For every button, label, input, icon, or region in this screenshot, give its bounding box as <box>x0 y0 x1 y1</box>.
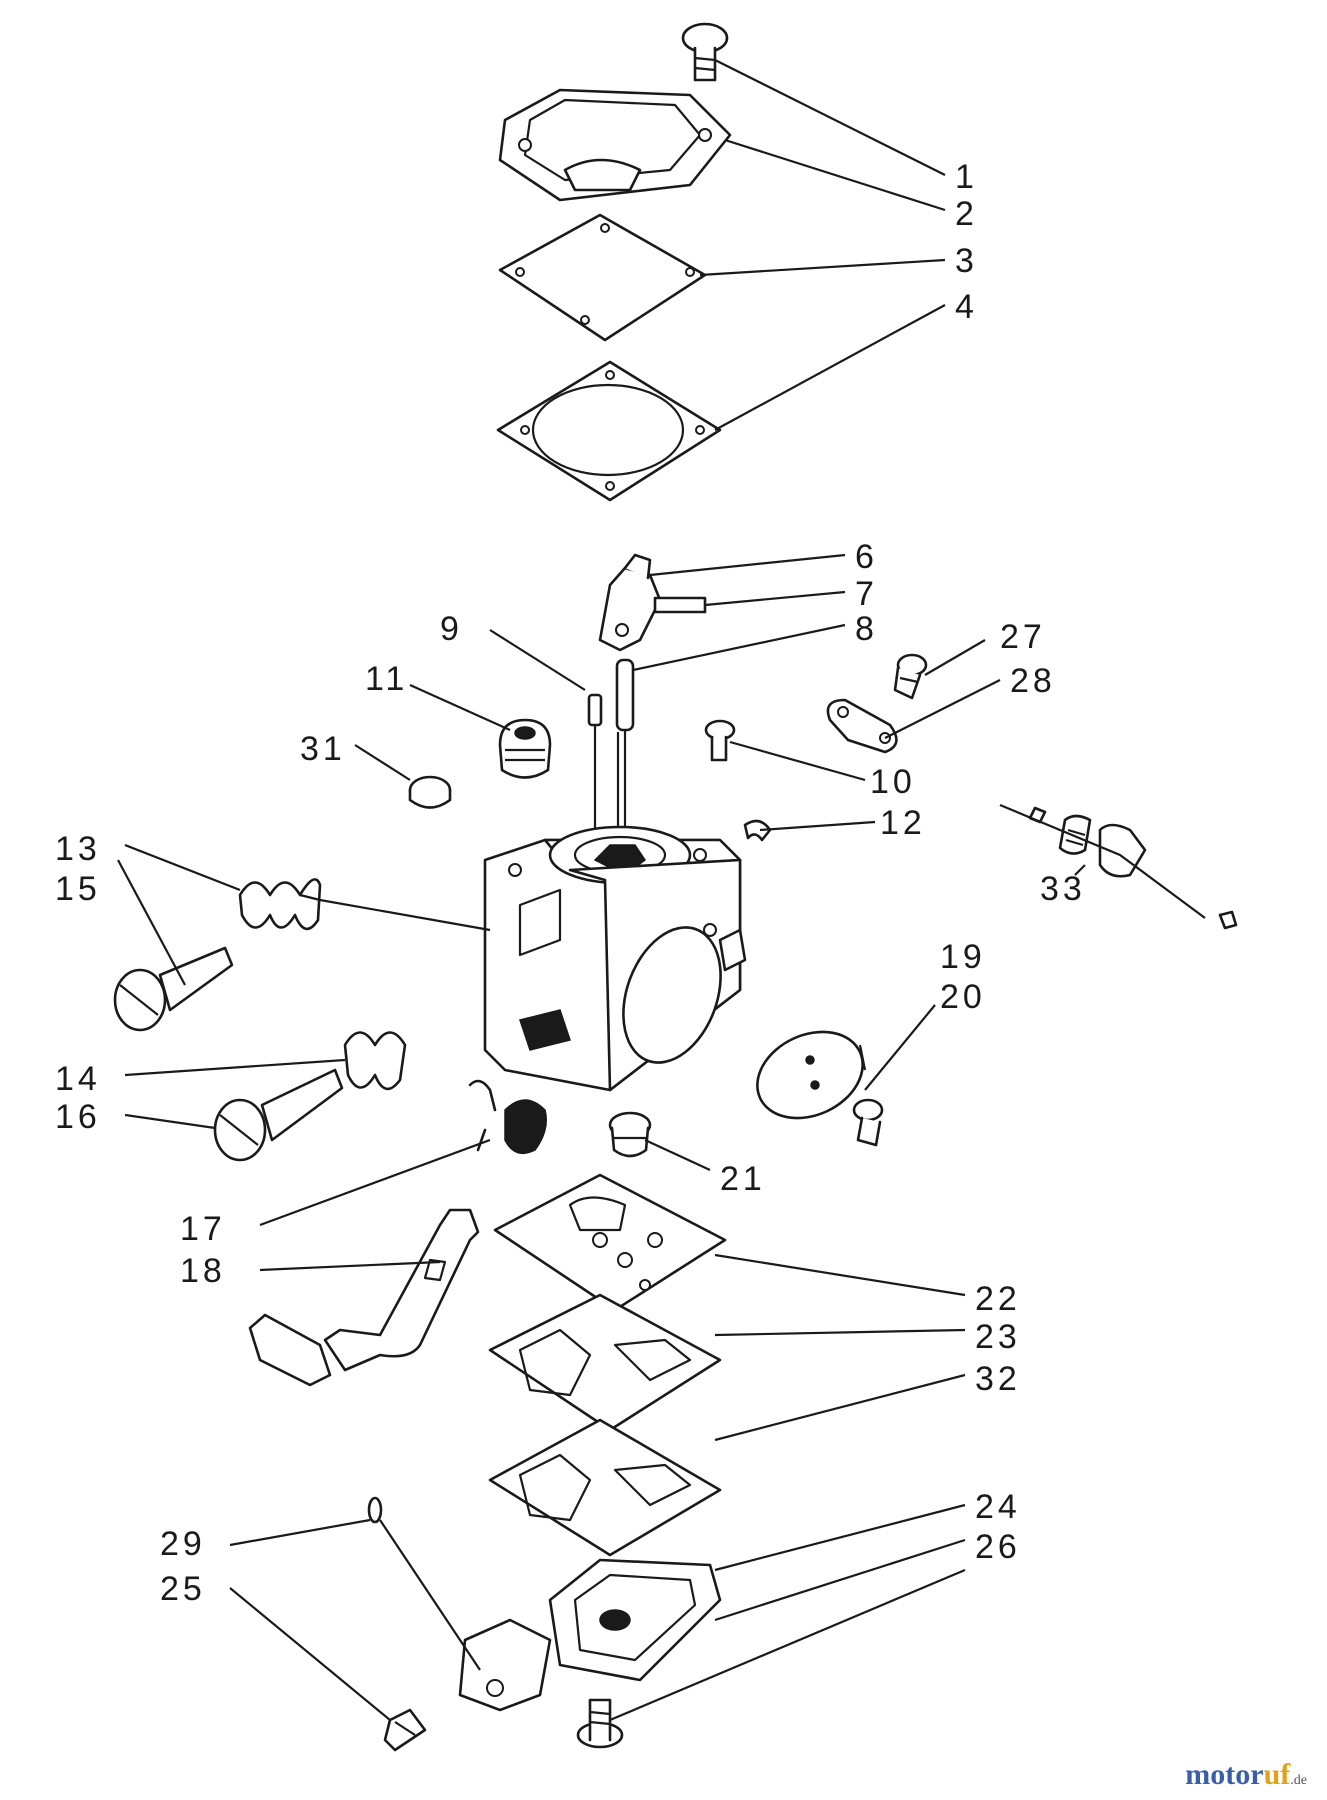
callout-31: 31 <box>300 730 346 768</box>
part-28-link-plate <box>826 698 898 754</box>
part-31-cap <box>408 775 452 809</box>
part-27-screw <box>893 653 928 700</box>
callout-29: 29 <box>160 1525 206 1563</box>
carburetor-body <box>483 825 747 1092</box>
part-21-plug <box>608 1111 652 1158</box>
callout-9: 9 <box>440 610 463 648</box>
part-32-gasket <box>488 1418 722 1557</box>
part-15-adjust-screw <box>113 946 234 1032</box>
part-23-gasket <box>488 1293 722 1432</box>
callout-32: 32 <box>975 1360 1021 1398</box>
part-12-clip <box>743 819 772 842</box>
callout-17: 17 <box>180 1210 226 1248</box>
callout-13: 13 <box>55 830 101 868</box>
part-33-filter-screen <box>1028 806 1238 930</box>
leader-lines <box>117 59 1206 1722</box>
callout-8: 8 <box>855 610 878 648</box>
part-10-screw <box>704 719 736 762</box>
part-3-pump-diaphragm <box>498 213 707 342</box>
part-7-pin <box>653 596 707 614</box>
part-11-plug <box>498 718 552 779</box>
callout-16: 16 <box>55 1098 101 1136</box>
callout-14: 14 <box>55 1060 101 1098</box>
callout-22: 22 <box>975 1280 1021 1318</box>
callout-6: 6 <box>855 538 878 576</box>
callout-7: 7 <box>855 575 878 613</box>
callout-4: 4 <box>955 288 978 326</box>
callout-19: 19 <box>940 938 986 976</box>
part-14-spring <box>343 1031 407 1091</box>
callout-21: 21 <box>720 1160 766 1198</box>
part-18-metering-lever <box>248 1208 480 1387</box>
callout-numbers: 1 2 3 4 6 7 8 9 11 31 10 12 27 28 33 13 … <box>55 158 1086 1608</box>
part-16-adjust-screw <box>213 1068 344 1162</box>
part-29-pin <box>367 1496 383 1524</box>
part-13-spring <box>238 878 322 931</box>
callout-25: 25 <box>160 1570 206 1608</box>
watermark-motor: motor <box>1185 1758 1264 1791</box>
callout-10: 10 <box>870 763 916 801</box>
part-24-pump-body <box>458 1558 722 1712</box>
part-26-screw <box>576 1698 624 1749</box>
callout-15: 15 <box>55 870 101 908</box>
callout-23: 23 <box>975 1318 1021 1356</box>
callout-24: 24 <box>975 1488 1021 1526</box>
callout-12: 12 <box>880 804 926 842</box>
callout-2: 2 <box>955 195 978 233</box>
part-6-throttle-lever <box>598 553 662 652</box>
callout-11: 11 <box>365 660 408 698</box>
watermark-uf: uf <box>1263 1758 1291 1791</box>
part-20-screw <box>852 1098 884 1147</box>
watermark-suffix: .de <box>1290 1773 1307 1788</box>
part-8-throttle-shaft <box>615 658 635 905</box>
callout-1: 1 <box>955 158 978 196</box>
callout-3: 3 <box>955 242 978 280</box>
part-1-screw <box>681 22 729 82</box>
part-2-pump-cover <box>498 88 732 202</box>
callout-33: 33 <box>1040 870 1086 908</box>
part-19-throttle-plate <box>756 1030 864 1120</box>
part-25-needle <box>383 1708 427 1752</box>
callout-20: 20 <box>940 978 986 1016</box>
callout-27: 27 <box>1000 618 1046 656</box>
watermark-logo: motoruf.de <box>1185 1758 1307 1792</box>
part-22-metering-diaphragm <box>493 1173 727 1312</box>
part-17-spring <box>468 1079 547 1155</box>
callout-26: 26 <box>975 1528 1021 1566</box>
callout-18: 18 <box>180 1252 226 1290</box>
callout-28: 28 <box>1010 662 1056 700</box>
part-4-pump-gasket <box>496 360 722 502</box>
